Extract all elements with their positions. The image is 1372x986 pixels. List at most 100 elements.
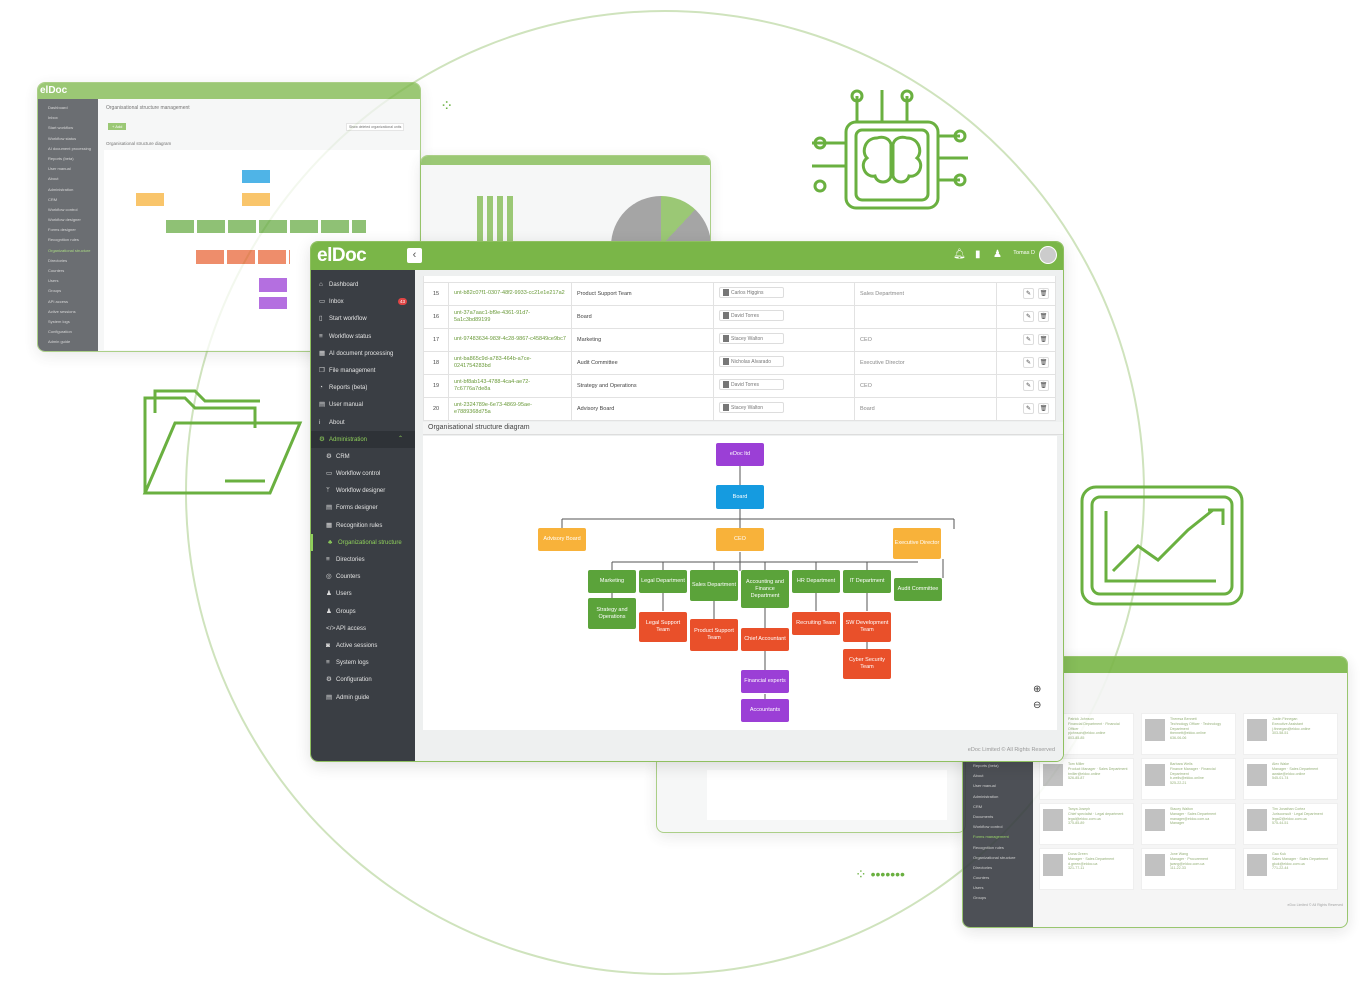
- user-name[interactable]: Tomas D: [1013, 250, 1035, 256]
- user-name: Barbara Wells: [1170, 762, 1193, 766]
- sidebar-item-crm[interactable]: ⚙CRM: [311, 448, 415, 465]
- org-node-accountants[interactable]: Accountants: [741, 699, 789, 722]
- org-node-cyber[interactable]: Cyber Security Team: [843, 649, 891, 679]
- org-node-fin-experts[interactable]: Financial experts: [741, 670, 789, 693]
- book-icon: ▤: [319, 401, 326, 409]
- org-connectors: [561, 466, 955, 699]
- edit-button[interactable]: ✎: [1023, 403, 1034, 414]
- user-select[interactable]: Carlos Higgins: [719, 287, 784, 298]
- header: elDoc ‹ 🔔︎ ▮ ♟ Tomas D: [311, 242, 1063, 270]
- edit-button[interactable]: ✎: [1023, 311, 1034, 322]
- sidebar-item-label: File management: [329, 367, 376, 374]
- sidebar-item-ai-document-processing[interactable]: ▦AI document processing: [311, 345, 415, 362]
- document-icon[interactable]: ▮: [975, 249, 981, 260]
- user-select[interactable]: Stacey Walton: [719, 333, 784, 344]
- user-select[interactable]: David Torres: [719, 310, 784, 321]
- delete-button[interactable]: 🗑︎: [1038, 311, 1049, 322]
- sidebar-item-admin-guide[interactable]: ▤Admin guide: [311, 689, 415, 706]
- delete-button[interactable]: 🗑︎: [1038, 334, 1049, 345]
- sidebar-item-reports-beta-[interactable]: ◔Reports (beta): [311, 379, 415, 396]
- delete-button[interactable]: 🗑︎: [1038, 357, 1049, 368]
- org-node-product-support[interactable]: Product Support Team: [690, 619, 738, 651]
- user-photo: [1247, 764, 1267, 786]
- sidebar-item-organizational-structure[interactable]: ♣Organizational structure: [311, 533, 415, 551]
- org-node-hr[interactable]: HR Department: [792, 570, 840, 593]
- sidebar-item-api-access[interactable]: </>API access: [311, 620, 415, 637]
- sidebar-item-system-logs[interactable]: ≡System logs: [311, 654, 415, 671]
- zoom-in-icon[interactable]: ⊕: [1033, 684, 1042, 695]
- sidebar-item-directories[interactable]: ≡Directories: [311, 551, 415, 568]
- sidebar-item-configuration[interactable]: ⚙Configuration: [311, 671, 415, 688]
- counter-icon: ◎: [326, 573, 332, 581]
- sidebar-item-workflow-status[interactable]: ≡Workflow status: [311, 328, 415, 345]
- org-node-legal[interactable]: Legal Department: [639, 570, 687, 593]
- sidebar-item-administration[interactable]: ⚙Administration⌃: [311, 430, 415, 448]
- sidebar-item-label: User manual: [329, 402, 364, 409]
- user-name: Carlos Higgins: [731, 289, 764, 296]
- user-photo: [1145, 719, 1165, 741]
- sidebar-item-users[interactable]: ♟Users: [311, 585, 415, 602]
- user-email: d.green@eldoc.ua: [1068, 861, 1098, 866]
- user-select[interactable]: David Torres: [719, 379, 784, 390]
- sidebar-item-label: Forms designer: [336, 505, 378, 512]
- user-select[interactable]: Stacey Walton: [719, 402, 784, 413]
- sidebar-item-counters[interactable]: ◎Counters: [311, 568, 415, 585]
- org-node-accounting[interactable]: Accounting and Finance Department: [741, 570, 789, 608]
- edit-button[interactable]: ✎: [1023, 380, 1034, 391]
- delete-button[interactable]: 🗑︎: [1038, 403, 1049, 414]
- user-avatar: [723, 358, 729, 365]
- sidebar-item: Recognition rules: [973, 844, 1004, 850]
- user-email: j.finnegan@eldoc.online: [1272, 726, 1311, 731]
- user-title: Manager · Sales Department: [1272, 766, 1319, 771]
- user-phone: 771-22-44: [1272, 866, 1289, 871]
- sidebar-item-forms-designer[interactable]: ▤Forms designer: [311, 499, 415, 516]
- org-node-strategy[interactable]: Strategy and Operations: [588, 598, 636, 629]
- org-node-board[interactable]: Board: [716, 485, 764, 509]
- sidebar-item-dashboard[interactable]: ⌂Dashboard: [311, 276, 415, 293]
- org-node-it[interactable]: IT Department: [843, 570, 891, 593]
- sidebar-item-workflow-control[interactable]: ▭Workflow control: [311, 465, 415, 482]
- sidebar-item-groups[interactable]: ♟Groups: [311, 603, 415, 620]
- sidebar-item: CRM: [48, 196, 58, 202]
- user-phone: 545-01-74: [1272, 776, 1289, 781]
- sidebar-item-start-workflow[interactable]: ▯Start workflow: [311, 310, 415, 327]
- zoom-out-icon[interactable]: ⊖: [1033, 700, 1042, 711]
- parent-unit: CEO: [854, 373, 997, 398]
- user-phone: 636-06-06: [1170, 736, 1187, 741]
- org-node-sales[interactable]: Sales Department: [690, 570, 738, 601]
- list-icon: ≡: [319, 332, 323, 340]
- org-node-chief-acc[interactable]: Chief Accountant: [741, 628, 789, 651]
- user-select[interactable]: Nicholas Alvarado: [719, 356, 784, 367]
- org-node-marketing[interactable]: Marketing: [588, 570, 636, 593]
- sidebar-item-file-management[interactable]: ❐File management: [311, 362, 415, 379]
- sidebar-item-active-sessions[interactable]: ◙Active sessions: [311, 637, 415, 654]
- delete-button[interactable]: 🗑︎: [1038, 288, 1049, 299]
- org-node-root[interactable]: eDoc ltd: [716, 443, 764, 466]
- edit-button[interactable]: ✎: [1023, 334, 1034, 345]
- org-node-legal-support[interactable]: Legal Support Team: [639, 612, 687, 642]
- sidebar-item: Workflow status: [48, 135, 77, 141]
- avatar[interactable]: [1039, 246, 1057, 264]
- org-node-exec[interactable]: Executive Director: [893, 528, 941, 559]
- org-node-ceo[interactable]: CEO: [716, 528, 764, 551]
- sidebar-item-label: Reports (beta): [329, 385, 368, 392]
- org-node-advisory[interactable]: Advisory Board: [538, 528, 586, 551]
- sidebar-item-recognition-rules[interactable]: ▦Recognition rules: [311, 517, 415, 534]
- unit-id: unt-37a7aac1-bf9e-4361-91d7-5a1c3bd89199: [448, 304, 572, 329]
- collapse-sidebar-button[interactable]: ‹: [407, 248, 422, 263]
- edit-button[interactable]: ✎: [1023, 288, 1034, 299]
- sidebar-item-user-manual[interactable]: ▤User manual: [311, 396, 415, 413]
- edit-button[interactable]: ✎: [1023, 357, 1034, 368]
- users-icon[interactable]: ♟: [993, 249, 1002, 260]
- org-node-audit[interactable]: Audit Committee: [894, 578, 942, 601]
- org-node-recruiting[interactable]: Recruiting Team: [792, 612, 840, 635]
- delete-button[interactable]: 🗑︎: [1038, 380, 1049, 391]
- notification-bell-icon[interactable]: 🔔︎: [953, 249, 966, 260]
- add-button: + Add: [108, 123, 127, 130]
- org-node-sw[interactable]: SW Development Team: [843, 612, 891, 642]
